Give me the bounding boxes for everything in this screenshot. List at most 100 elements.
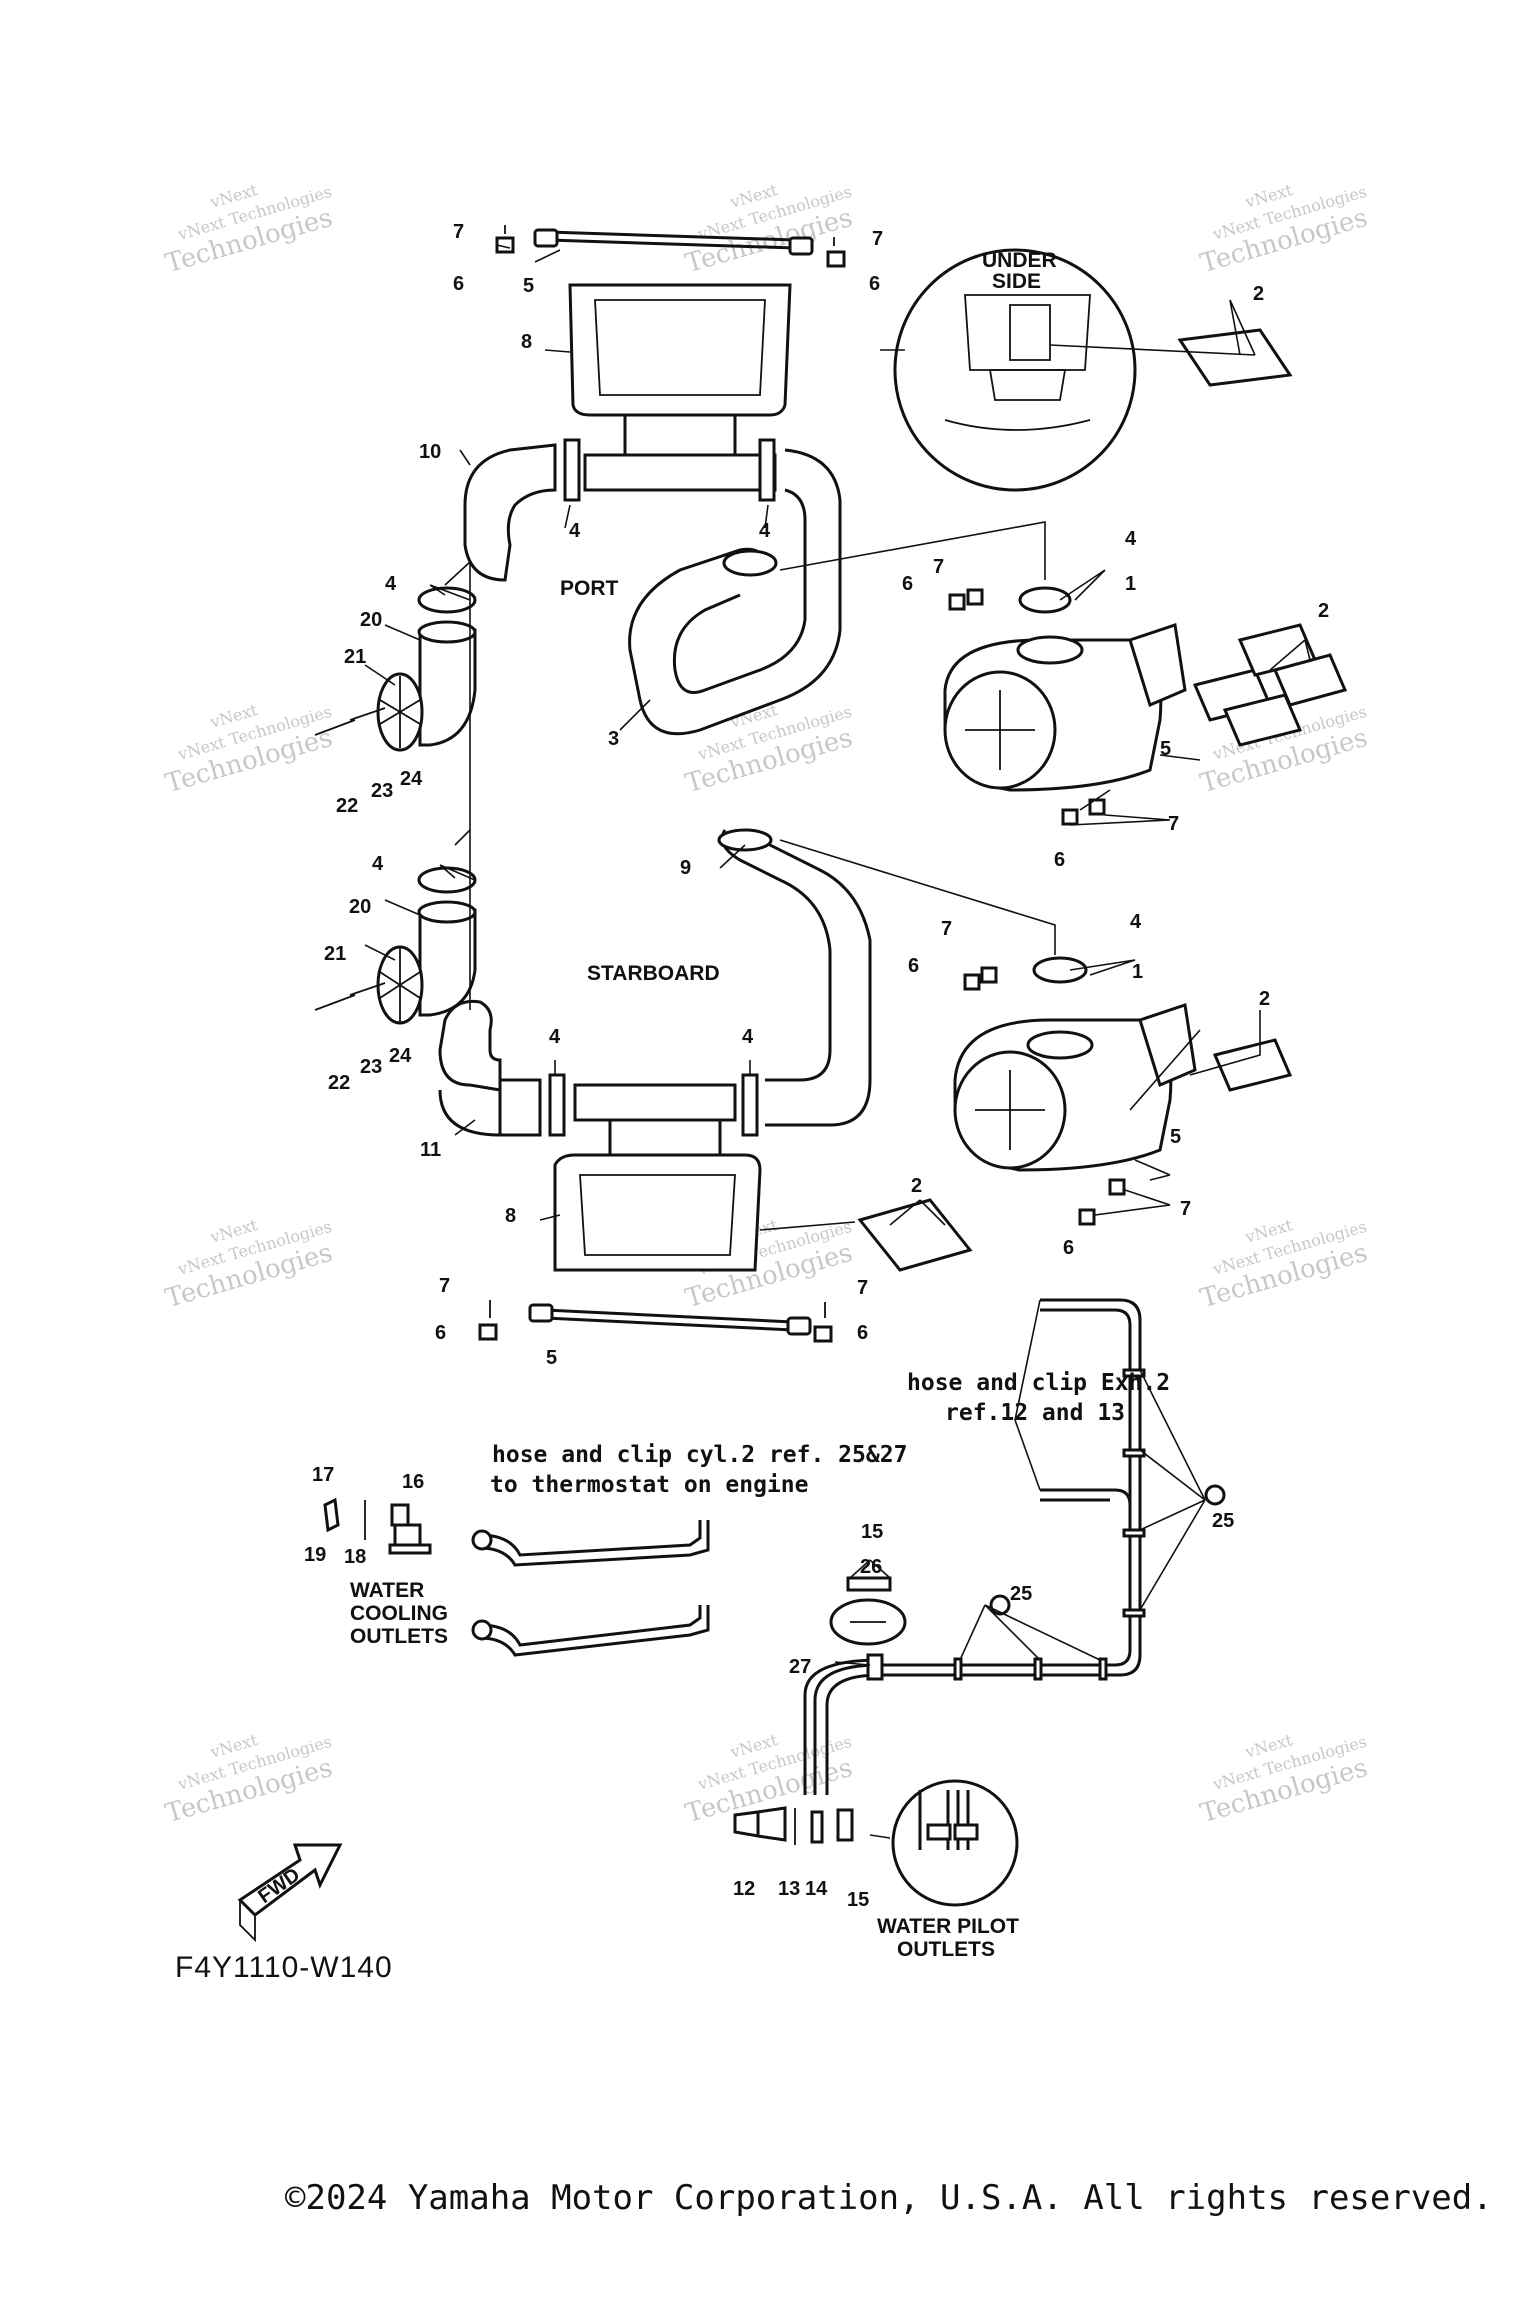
port-label: PORT bbox=[560, 577, 619, 600]
detail-inset bbox=[891, 1779, 1019, 1907]
flame-arrestor-grid bbox=[379, 948, 421, 1022]
air-box-inner bbox=[579, 1174, 736, 1256]
tee-part bbox=[846, 1576, 892, 1592]
watermark: vNext vNext Technologies Technologies bbox=[1197, 1215, 1371, 1314]
callout-label: 2 bbox=[1318, 600, 1329, 622]
clamp-part bbox=[741, 1073, 759, 1137]
callout-label: 7 bbox=[1168, 813, 1179, 835]
starboard-assembly bbox=[314, 828, 1293, 1343]
callout-label: 17 bbox=[312, 1464, 334, 1486]
hose-clip bbox=[1098, 1657, 1108, 1681]
clamp-part bbox=[548, 1073, 566, 1137]
callout-label: 12 bbox=[733, 1878, 755, 1900]
pilot-fitting-part bbox=[836, 1808, 854, 1842]
exhaust-hose-note: ref.12 and 13 bbox=[945, 1400, 1125, 1426]
callout-label: 5 bbox=[523, 275, 534, 297]
callout-label: 7 bbox=[1180, 1198, 1191, 1220]
leader-line bbox=[834, 1661, 871, 1666]
leader-lines bbox=[364, 244, 1311, 1839]
pilot-fitting-part bbox=[756, 1806, 787, 1842]
leader-line bbox=[1134, 1159, 1171, 1181]
clamp-part bbox=[1032, 956, 1088, 984]
clamp-part bbox=[563, 438, 581, 502]
callout-label: 6 bbox=[453, 273, 464, 295]
bolt-part bbox=[314, 719, 356, 736]
air-box-part bbox=[553, 1153, 762, 1272]
hose-clip bbox=[1122, 1528, 1146, 1538]
leader-line bbox=[779, 521, 1046, 580]
leader-line bbox=[384, 624, 421, 641]
callout-label: 13 bbox=[778, 1878, 800, 1900]
callout-label: 14 bbox=[805, 1878, 828, 1900]
air-filter-inlet bbox=[1026, 1030, 1094, 1060]
bolt-part bbox=[349, 707, 386, 721]
exhaust-hose-part bbox=[1040, 1488, 1132, 1506]
leader-line bbox=[364, 944, 396, 961]
filter-pad-part bbox=[1212, 1038, 1293, 1092]
elbow-opening bbox=[417, 900, 477, 924]
leader-line bbox=[1159, 754, 1201, 761]
callout-label: 6 bbox=[902, 573, 913, 595]
callout-label: 10 bbox=[419, 441, 441, 463]
underside-neck bbox=[988, 369, 1067, 401]
nut-part bbox=[813, 1325, 833, 1343]
callout-label: 23 bbox=[360, 1056, 382, 1078]
strap-end bbox=[786, 1316, 812, 1336]
watermark: vNext vNext Technologies Technologies bbox=[162, 1730, 336, 1829]
clip-ring bbox=[1204, 1484, 1226, 1506]
connector-tube bbox=[583, 453, 777, 492]
underside-label: SIDE bbox=[992, 270, 1041, 293]
callout-label: 8 bbox=[505, 1205, 516, 1227]
callout-label: 4 bbox=[385, 573, 397, 595]
watermark: vNext vNext Technologies Technologies bbox=[162, 1215, 336, 1314]
nut-part bbox=[1108, 1178, 1126, 1196]
callout-label: 6 bbox=[908, 955, 919, 977]
connector-tube bbox=[573, 1083, 737, 1122]
detail-inset-part bbox=[926, 1823, 952, 1841]
callout-label: 16 bbox=[402, 1471, 424, 1493]
nut-part bbox=[966, 588, 984, 606]
cylinder-hose-part bbox=[479, 1605, 710, 1657]
section-labels: UNDER SIDE PORT STARBOARD WATER COOLING … bbox=[175, 249, 1170, 1984]
strap-end bbox=[528, 1303, 554, 1323]
hose-clip bbox=[1033, 1657, 1043, 1681]
callout-label: 4 bbox=[1130, 911, 1142, 933]
callout-label: 4 bbox=[742, 1026, 754, 1048]
strap-end bbox=[788, 236, 814, 256]
callouts: 7 6 5 7 6 8 2 10 4 4 4 4 20 21 22 23 24 … bbox=[304, 221, 1329, 1911]
bolt-part bbox=[349, 982, 386, 996]
leader-line bbox=[534, 249, 561, 263]
leader-line bbox=[384, 899, 421, 916]
callout-label: 7 bbox=[453, 221, 464, 243]
callout-label: 26 bbox=[860, 1556, 882, 1578]
detail-inset-part bbox=[953, 1823, 979, 1841]
leader-line bbox=[554, 1060, 751, 1075]
starboard-label: STARBOARD bbox=[587, 962, 720, 985]
exhaust-hose-part bbox=[880, 1308, 1132, 1667]
callout-label: 7 bbox=[872, 228, 883, 250]
air-filter-cover-detail bbox=[975, 1070, 1045, 1150]
strap-part bbox=[547, 238, 796, 250]
water-cooling-label: COOLING bbox=[350, 1602, 448, 1625]
clamp-part bbox=[417, 586, 477, 614]
leader-line bbox=[849, 1559, 891, 1579]
underside-tube bbox=[944, 419, 1091, 431]
underside-filter bbox=[1009, 304, 1051, 361]
leader-line bbox=[439, 864, 476, 881]
leader-line bbox=[1139, 1369, 1206, 1611]
clamp-part bbox=[1018, 586, 1072, 614]
callout-label: 3 bbox=[608, 728, 619, 750]
water-pilot-label: WATER PILOT bbox=[877, 1915, 1019, 1938]
air-box-inner bbox=[594, 299, 766, 396]
callout-label: 15 bbox=[847, 1889, 869, 1911]
leader-line bbox=[1269, 639, 1311, 671]
callout-label: 5 bbox=[546, 1347, 557, 1369]
leader-line bbox=[779, 839, 1056, 955]
leader-line bbox=[459, 449, 471, 466]
callout-label: 6 bbox=[857, 1322, 868, 1344]
nut-part bbox=[1061, 808, 1079, 826]
callout-label: 25 bbox=[1010, 1583, 1032, 1605]
washer-part bbox=[810, 1810, 824, 1844]
leader-line bbox=[759, 1221, 856, 1231]
clamp-part bbox=[758, 438, 776, 502]
